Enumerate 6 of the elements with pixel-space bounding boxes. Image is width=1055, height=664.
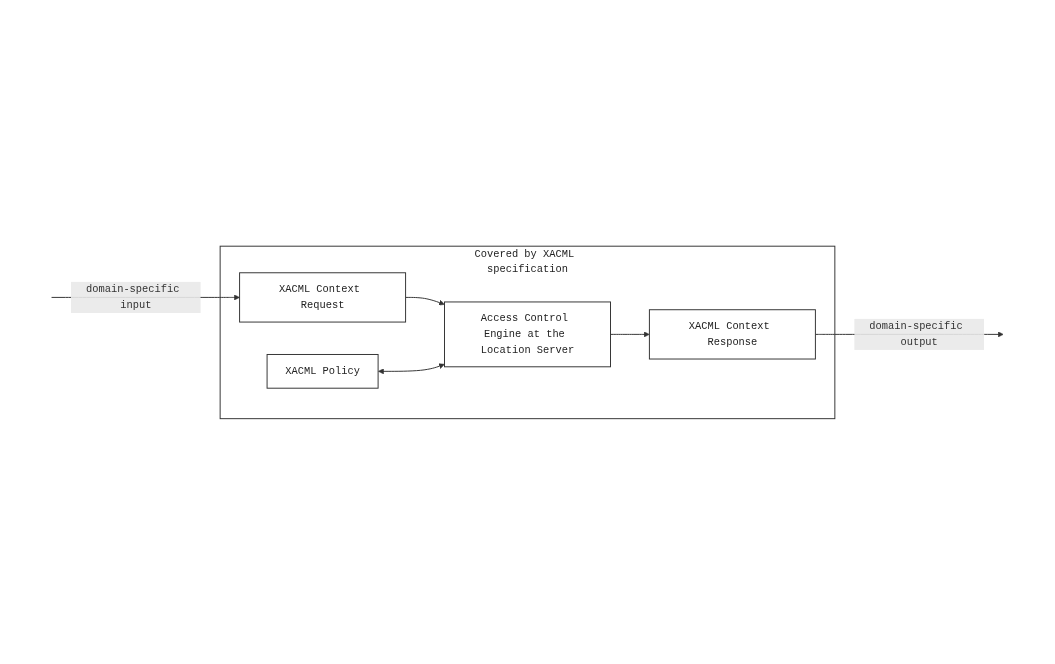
node-box: Access Control Engine at the Location Server <box>444 301 611 367</box>
edge-label: domain-specific input <box>86 283 180 311</box>
node-box: XACML Context Response <box>648 308 816 360</box>
edge-label: domain-specific output <box>869 320 963 348</box>
node-box: XACML Policy <box>266 353 379 389</box>
node-box: XACML Context Request <box>239 271 407 323</box>
